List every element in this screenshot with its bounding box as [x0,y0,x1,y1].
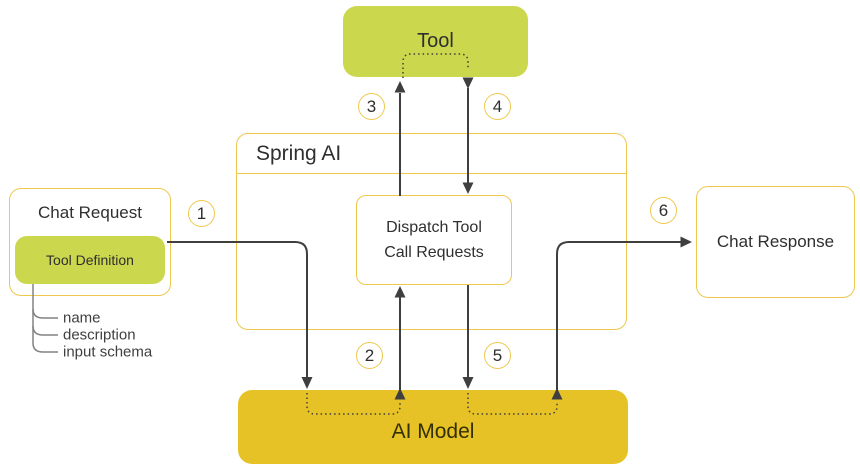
arrow-6-head-right-icon [680,236,692,248]
spring-ai-header: Spring AI [237,134,626,174]
arrow-3-head-up-icon [394,81,406,93]
tool-definition-node: Tool Definition [15,236,165,284]
dispatch-label-line1: Dispatch Tool [386,219,482,236]
step-badge-6: 6 [650,197,677,224]
step-badge-2-label: 2 [364,345,375,365]
step-badge-4-label: 4 [492,96,503,116]
step-badge-5: 5 [484,342,511,369]
chat-request-label: Chat Request [38,203,142,222]
arrow-4-exit-head-down-icon [462,77,474,89]
property-label-description: description [63,326,136,344]
property-label-name: name [63,309,101,327]
property-label-input-schema: input schema [63,343,153,361]
step-badge-3-label: 3 [366,96,377,116]
chat-response-node: Chat Response [696,186,855,298]
step-badge-1-label: 1 [196,203,207,223]
step-badge-6-label: 6 [658,200,669,220]
tool-node-label: Tool [417,30,454,52]
arrow-5-head-down-icon [462,377,474,389]
property-tree-branch-name [32,308,58,319]
dispatch-label-line2: Call Requests [384,244,484,261]
tool-definition-label: Tool Definition [46,252,134,268]
property-tree-branch-input-schema [32,342,58,353]
property-tree-branch-description [32,325,58,336]
step-badge-1: 1 [188,200,215,227]
ai-model-node: AI Model [238,390,628,464]
ai-model-label: AI Model [391,420,475,443]
step-badge-3: 3 [358,93,385,120]
spring-ai-label: Spring AI [256,141,342,165]
arrow-1-head-down-icon [301,377,313,389]
chat-response-label: Chat Response [716,232,835,251]
step-badge-2: 2 [356,342,383,369]
tool-node: Tool [343,6,528,77]
step-badge-4: 4 [484,93,511,120]
step-badge-5-label: 5 [492,345,503,365]
dispatch-tool-call-node: Dispatch Tool Call Requests [356,195,512,285]
